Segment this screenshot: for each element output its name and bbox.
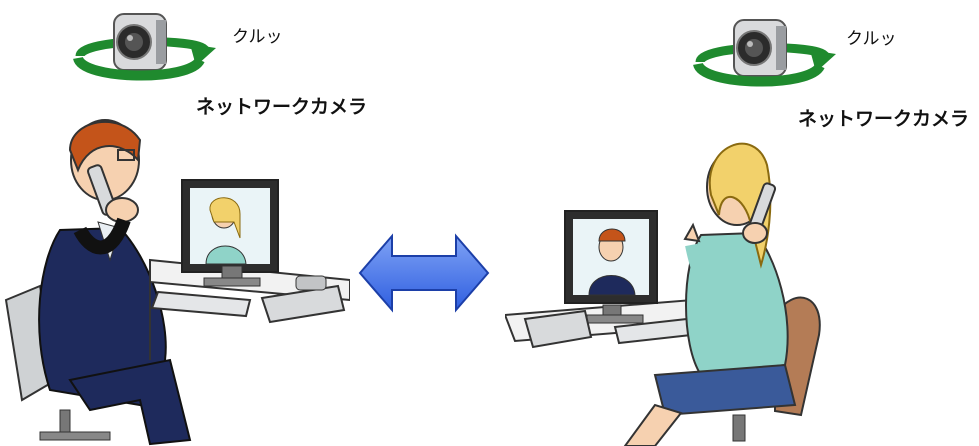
- bidirectional-arrow: [358, 232, 490, 314]
- right-camera-label: ネットワークカメラ: [798, 108, 970, 130]
- right-camera-group: [690, 14, 840, 94]
- left-office-scene: [0, 110, 350, 446]
- left-camera-label: ネットワークカメラ: [196, 96, 368, 118]
- left-camera-group: [70, 8, 220, 88]
- right-rotate-label: クルッ: [846, 29, 897, 49]
- double-arrow-icon: [358, 233, 490, 313]
- right-rotate-arrow-icon: [693, 19, 836, 87]
- woman-on-video-call-illustration: [505, 142, 821, 446]
- right-office-scene: [505, 115, 979, 446]
- right-network-camera-icon: [733, 19, 787, 77]
- man-on-video-call-illustration: [4, 119, 350, 446]
- left-rotate-arrow-icon: [73, 13, 216, 81]
- left-network-camera-icon: [113, 13, 167, 71]
- left-rotate-label: クルッ: [232, 27, 283, 47]
